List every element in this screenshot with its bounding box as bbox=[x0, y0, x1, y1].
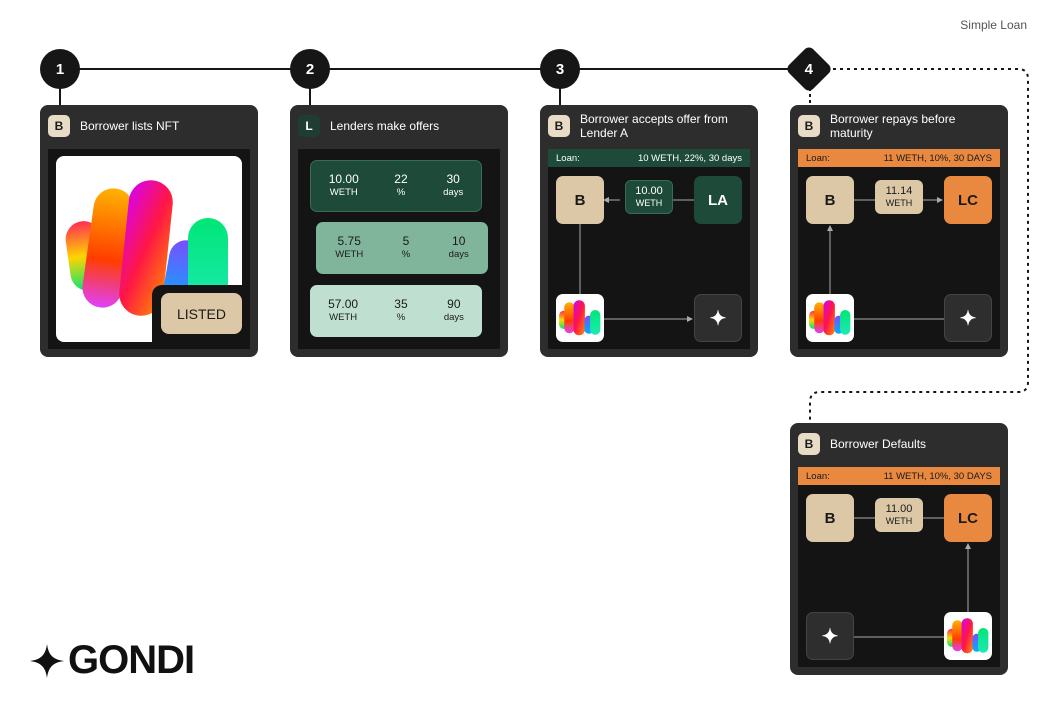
four-point-star-icon bbox=[30, 643, 64, 678]
gondi-logo: GONDI bbox=[30, 638, 195, 683]
step-1-marker: 1 bbox=[40, 49, 80, 89]
nft-icon bbox=[806, 294, 854, 342]
loan-terms-bar: Loan:11 WETH, 10%, 30 DAYS bbox=[798, 467, 1000, 485]
lender-c-node: LC bbox=[944, 176, 992, 224]
card-title: Borrower lists NFT bbox=[80, 119, 180, 133]
lender-c-node: LC bbox=[944, 494, 992, 542]
four-point-star-icon: ✦ bbox=[944, 294, 992, 342]
diagram-title: Simple Loan bbox=[960, 18, 1027, 32]
borrower-role-badge: B bbox=[798, 115, 820, 137]
step-2-marker: 2 bbox=[290, 49, 330, 89]
borrower-node: B bbox=[806, 176, 854, 224]
card-title: Lenders make offers bbox=[330, 119, 440, 133]
borrower-node: B bbox=[806, 494, 854, 542]
listed-badge: LISTED bbox=[161, 293, 242, 334]
card-borrower-defaults: B Borrower Defaults Loan:11 WETH, 10%, 3… bbox=[790, 423, 1008, 675]
borrower-role-badge: B bbox=[548, 115, 570, 137]
step-3-marker: 3 bbox=[540, 49, 580, 89]
nft-icon bbox=[944, 612, 992, 660]
logo-wordmark: GONDI bbox=[68, 638, 195, 682]
flow-arrows bbox=[854, 517, 971, 638]
borrower-role-badge: B bbox=[48, 115, 70, 137]
four-point-star-icon: ✦ bbox=[694, 294, 742, 342]
loan-terms-bar: Loan:11 WETH, 10%, 30 DAYS bbox=[798, 149, 1000, 167]
card-title: Borrower Defaults bbox=[830, 437, 927, 451]
flow-arrows bbox=[579, 197, 694, 322]
four-point-star-icon: ✦ bbox=[806, 612, 854, 660]
borrower-role-badge: B bbox=[798, 433, 820, 455]
loan-terms-bar: Loan:10 WETH, 22%, 30 days bbox=[548, 149, 750, 167]
card-borrower-lists-nft: B Borrower lists NFT LISTED bbox=[40, 105, 258, 357]
lender-role-badge: L bbox=[298, 115, 320, 137]
nft-icon bbox=[556, 294, 604, 342]
borrower-node: B bbox=[556, 176, 604, 224]
flow-arrows bbox=[827, 197, 944, 320]
lender-a-node: LA bbox=[694, 176, 742, 224]
